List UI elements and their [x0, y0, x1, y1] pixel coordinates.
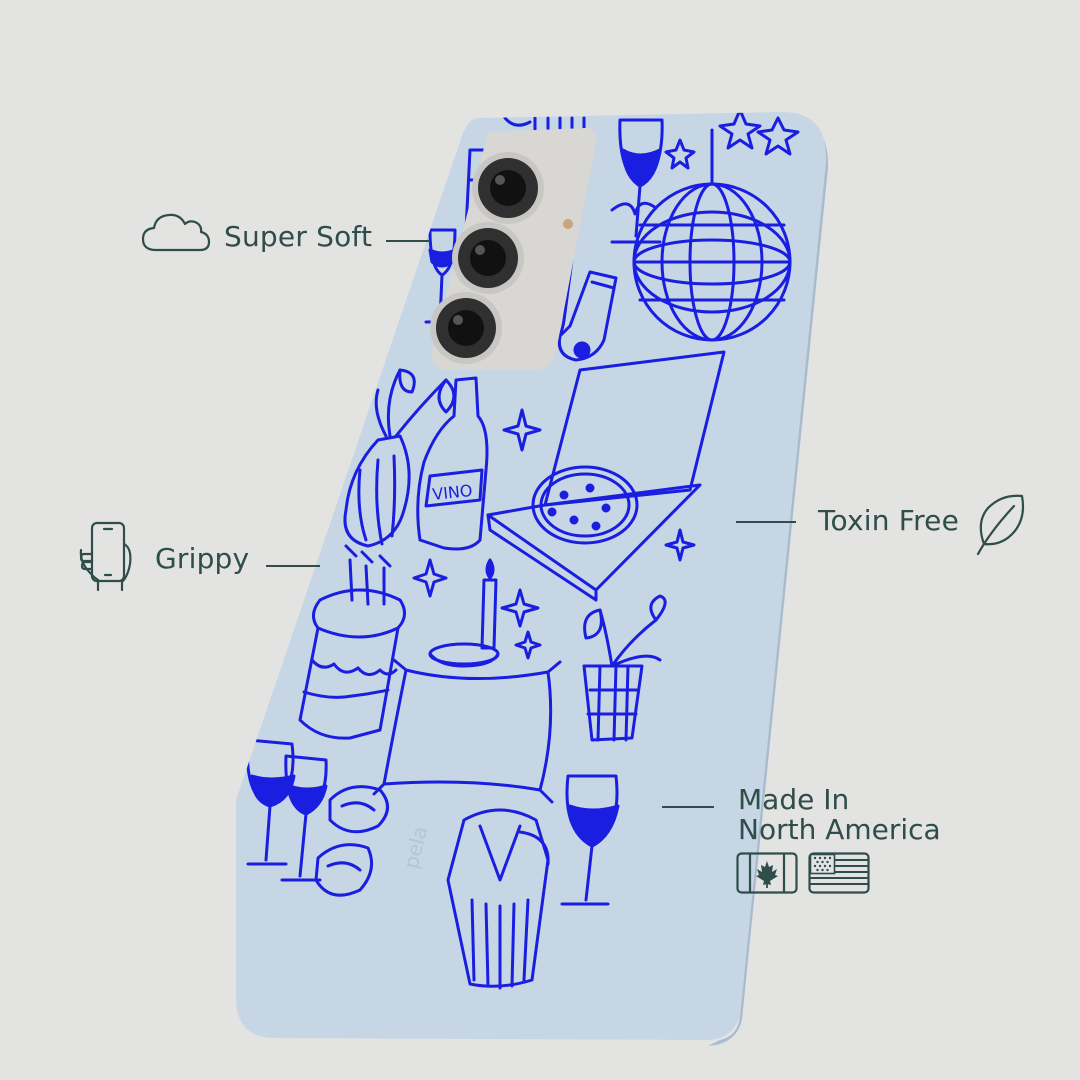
leader-line-grippy	[266, 565, 320, 567]
leader-line-super-soft	[386, 240, 430, 242]
leader-line-made-in	[662, 806, 714, 808]
feature-grippy: Grippy	[155, 542, 250, 575]
made-in-line-2: North America	[738, 813, 941, 846]
hand-holding-phone-icon	[79, 521, 132, 592]
leader-line-toxin-free	[736, 521, 796, 523]
camera-lenses	[430, 152, 544, 364]
case-body	[236, 112, 827, 1040]
made-in-line-1: Made In	[738, 783, 850, 816]
leaf-icon	[976, 494, 1025, 556]
vino-label: VINO	[431, 481, 473, 504]
usa-flag-icon	[808, 852, 870, 894]
cloud-icon	[141, 213, 211, 252]
feature-super-soft: Super Soft	[224, 220, 373, 253]
canada-flag-icon	[736, 852, 798, 894]
feature-toxin-free: Toxin Free	[818, 504, 960, 537]
feature-made-in-north-america: Made In North America	[738, 785, 941, 845]
